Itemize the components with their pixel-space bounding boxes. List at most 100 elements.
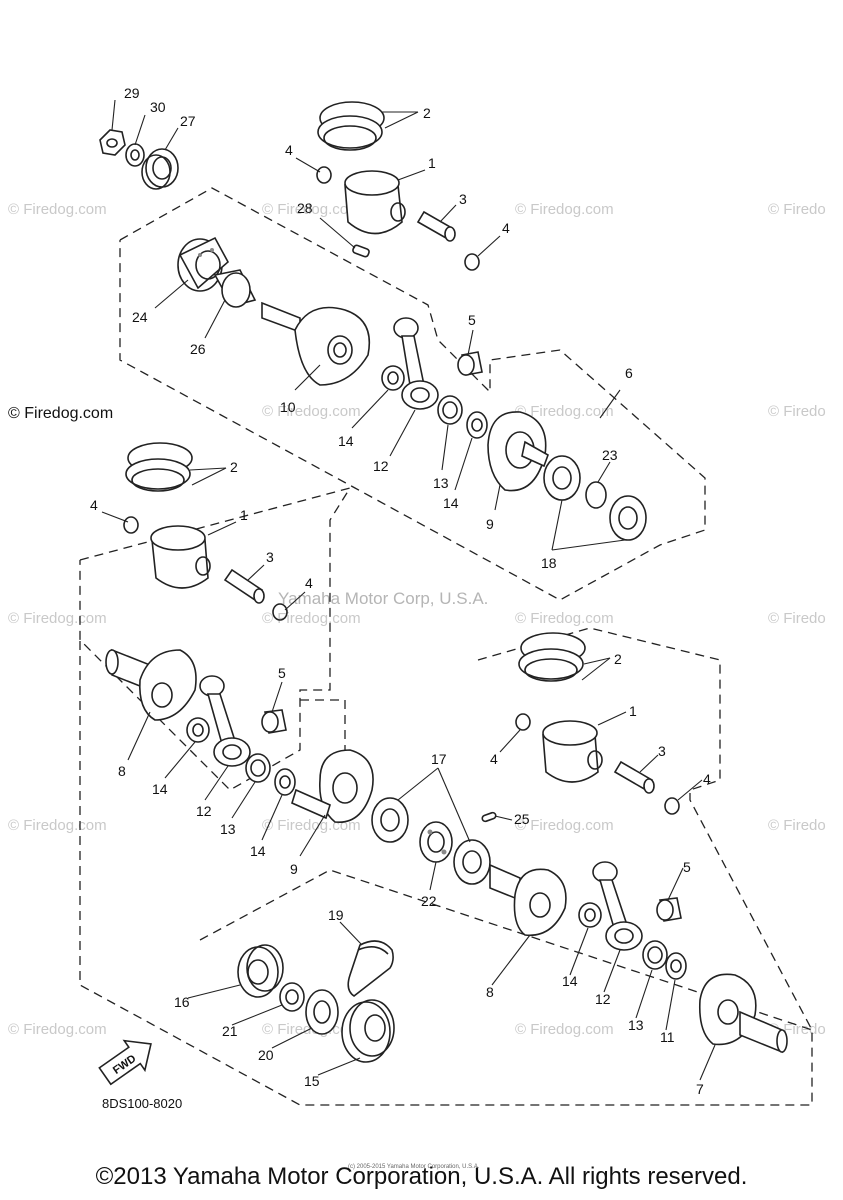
- callout-8: 8: [118, 763, 126, 779]
- callout-3: 3: [266, 549, 274, 565]
- crank-part-10: [261, 301, 370, 386]
- circlip-right-left: [515, 713, 531, 731]
- collar-part-26: [213, 269, 257, 308]
- bearing-part-13-top: [437, 395, 463, 425]
- callout-4: 4: [285, 142, 293, 158]
- piston-rings-middle: [125, 442, 193, 492]
- nut-part-29: [99, 129, 126, 156]
- watermark: © Firedo: [768, 403, 826, 420]
- callout-4: 4: [502, 220, 510, 236]
- copyright-notice: ©2013 Yamaha Motor Corporation, U.S.A. A…: [95, 1163, 748, 1190]
- callout-12: 12: [196, 803, 212, 819]
- bearing-part-18-top-b: [609, 495, 647, 541]
- callout-12: 12: [373, 458, 389, 474]
- ring-part-23: [585, 481, 607, 509]
- piston-rings-right: [518, 632, 586, 682]
- callout-24: 24: [132, 309, 148, 325]
- conrod-top: [393, 317, 439, 410]
- callout-5: 5: [278, 665, 286, 681]
- callout-20: 20: [258, 1047, 274, 1063]
- part-code: 8DS100-8020: [102, 1096, 182, 1111]
- assembly-boundaries: [79, 187, 813, 1106]
- callout-1: 1: [428, 155, 436, 171]
- callout-1: 1: [240, 507, 248, 523]
- oil-seal-part-27: [141, 148, 179, 190]
- callout-14: 14: [443, 495, 459, 511]
- callout-9: 9: [290, 861, 298, 877]
- conrod-middle: [199, 675, 251, 767]
- crank-part-8-middle: [105, 648, 197, 721]
- circlip-top-left: [316, 166, 332, 184]
- callout-22: 22: [421, 893, 437, 909]
- watermark: © Firedog.com: [515, 201, 614, 218]
- callout-5: 5: [683, 859, 691, 875]
- callout-12: 12: [595, 991, 611, 1007]
- bearing-part-13-middle: [245, 753, 271, 783]
- callout-7: 7: [696, 1081, 704, 1097]
- small-print: (c) 2005-2015 Yamaha Motor Corporation, …: [348, 1164, 480, 1170]
- bearing-part-5-right: [656, 897, 682, 922]
- conrod-right: [592, 861, 643, 951]
- callout-8: 8: [486, 984, 494, 1000]
- callout-6: 6: [625, 365, 633, 381]
- ring-part-19: [347, 940, 394, 997]
- watermark: © Firedog.com: [515, 1021, 614, 1038]
- callout-3: 3: [658, 743, 666, 759]
- leader-lines: [101, 99, 716, 1081]
- piston-right: [542, 720, 603, 783]
- callout-4: 4: [703, 771, 711, 787]
- circlip-right-right: [664, 797, 680, 815]
- pin-part-28: [352, 244, 370, 258]
- callout-4: 4: [305, 575, 313, 591]
- watermark: © Firedog.com: [8, 201, 107, 218]
- watermark: © Firedo: [768, 201, 826, 218]
- washer-part-14-top-b: [466, 411, 488, 439]
- washer-part-14-middle-a: [186, 717, 210, 743]
- bearing-part-15: [341, 999, 395, 1063]
- callout-1: 1: [629, 703, 637, 719]
- piston-rings-top: [317, 101, 385, 151]
- callout-15: 15: [304, 1073, 320, 1089]
- callout-13: 13: [220, 821, 236, 837]
- bearing-part-17-a: [371, 797, 409, 843]
- bearing-part-18-top-a: [543, 455, 581, 501]
- watermark: © Firedog.com: [8, 1021, 107, 1038]
- watermark: © Firedog.com: [262, 403, 361, 420]
- bearing-part-24: [177, 236, 230, 292]
- washer-part-14-right: [578, 902, 602, 928]
- watermark: © Firedog.com: [8, 610, 107, 627]
- pin-part-25: [481, 811, 497, 823]
- callout-16: 16: [174, 994, 190, 1010]
- piston-top: [344, 170, 406, 235]
- crank-part-8-right: [489, 863, 567, 937]
- circlip-middle-right: [272, 603, 288, 621]
- watermark: © Firedog.com: [262, 201, 361, 218]
- washer-part-14-middle-b: [274, 768, 296, 796]
- callout-28: 28: [297, 200, 313, 216]
- callout-labels: 29 30 27 2 4 1 3 4 28 24 26 5 10 6 14 12…: [90, 85, 711, 1097]
- callout-13: 13: [433, 475, 449, 491]
- crank-part-9-middle: [291, 749, 374, 823]
- washer-part-30: [125, 143, 145, 167]
- callout-25: 25: [514, 811, 530, 827]
- callout-14: 14: [152, 781, 168, 797]
- callout-2: 2: [230, 459, 238, 475]
- bearing-part-5-middle: [261, 709, 287, 734]
- bearing-part-17-b: [453, 839, 491, 885]
- watermark: © Firedog.com: [8, 817, 107, 834]
- callout-4: 4: [90, 497, 98, 513]
- oil-seal-part-20: [305, 989, 339, 1035]
- washer-part-11: [665, 952, 687, 980]
- circlip-middle-left: [123, 516, 139, 534]
- crank-part-9-top: [487, 411, 549, 492]
- callout-17: 17: [431, 751, 447, 767]
- callout-5: 5: [468, 312, 476, 328]
- circlip-top-right: [464, 253, 480, 271]
- bearing-part-16: [237, 944, 284, 998]
- callout-19: 19: [328, 907, 344, 923]
- callout-2: 2: [614, 651, 622, 667]
- piston-pin-top: [416, 210, 456, 242]
- spacer-part-21: [279, 982, 305, 1012]
- crank-part-7: [698, 973, 788, 1054]
